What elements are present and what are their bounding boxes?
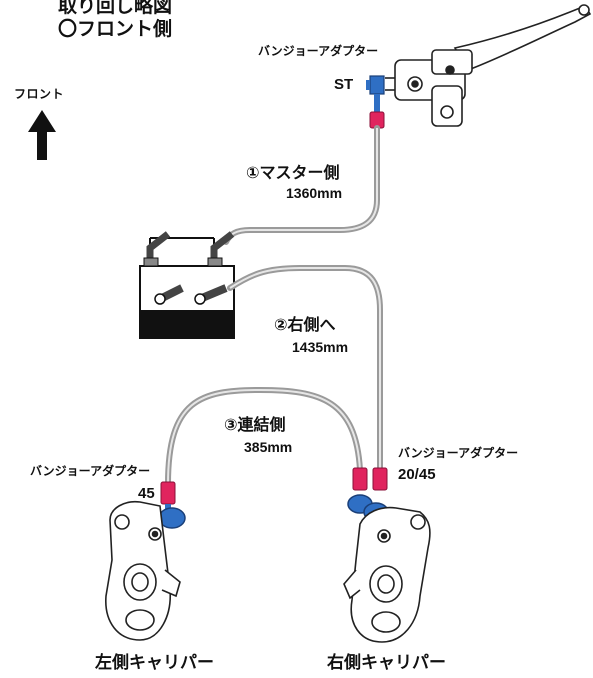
right-adapter-label: バンジョーアダプター bbox=[398, 446, 519, 460]
right-caliper bbox=[343, 506, 431, 643]
master-hose-length: 1360mm bbox=[286, 185, 343, 201]
master-banjo bbox=[366, 75, 385, 129]
link-hose-label: ③連結側 bbox=[224, 415, 286, 434]
front-label: フロント bbox=[14, 87, 65, 101]
junction-block bbox=[139, 231, 235, 339]
left-adapter-size: 45 bbox=[138, 485, 155, 502]
right-hose-length: 1435mm bbox=[292, 339, 349, 355]
right-adapter-size: 20/45 bbox=[398, 466, 436, 483]
title-line-1: 取り回し略図 bbox=[58, 0, 173, 17]
left-caliper-banjo bbox=[158, 481, 186, 529]
left-caliper bbox=[105, 500, 181, 641]
master-cylinder bbox=[385, 4, 592, 127]
left-caliper-label: 左側キャリパー bbox=[95, 653, 214, 673]
link-hose-length: 385mm bbox=[244, 439, 293, 455]
master-hose-label: ①マスター側 bbox=[246, 163, 340, 182]
title-line-2: 〇フロント側 bbox=[58, 18, 173, 40]
right-hose-label: ②右側へ bbox=[274, 315, 336, 334]
master-adapter-size: ST bbox=[334, 76, 354, 93]
right-caliper-label: 右側キャリパー bbox=[327, 653, 446, 673]
front-arrow-icon bbox=[28, 110, 56, 160]
master-adapter-label: バンジョーアダプター bbox=[258, 44, 379, 58]
left-adapter-label: バンジョーアダプター bbox=[30, 464, 151, 478]
